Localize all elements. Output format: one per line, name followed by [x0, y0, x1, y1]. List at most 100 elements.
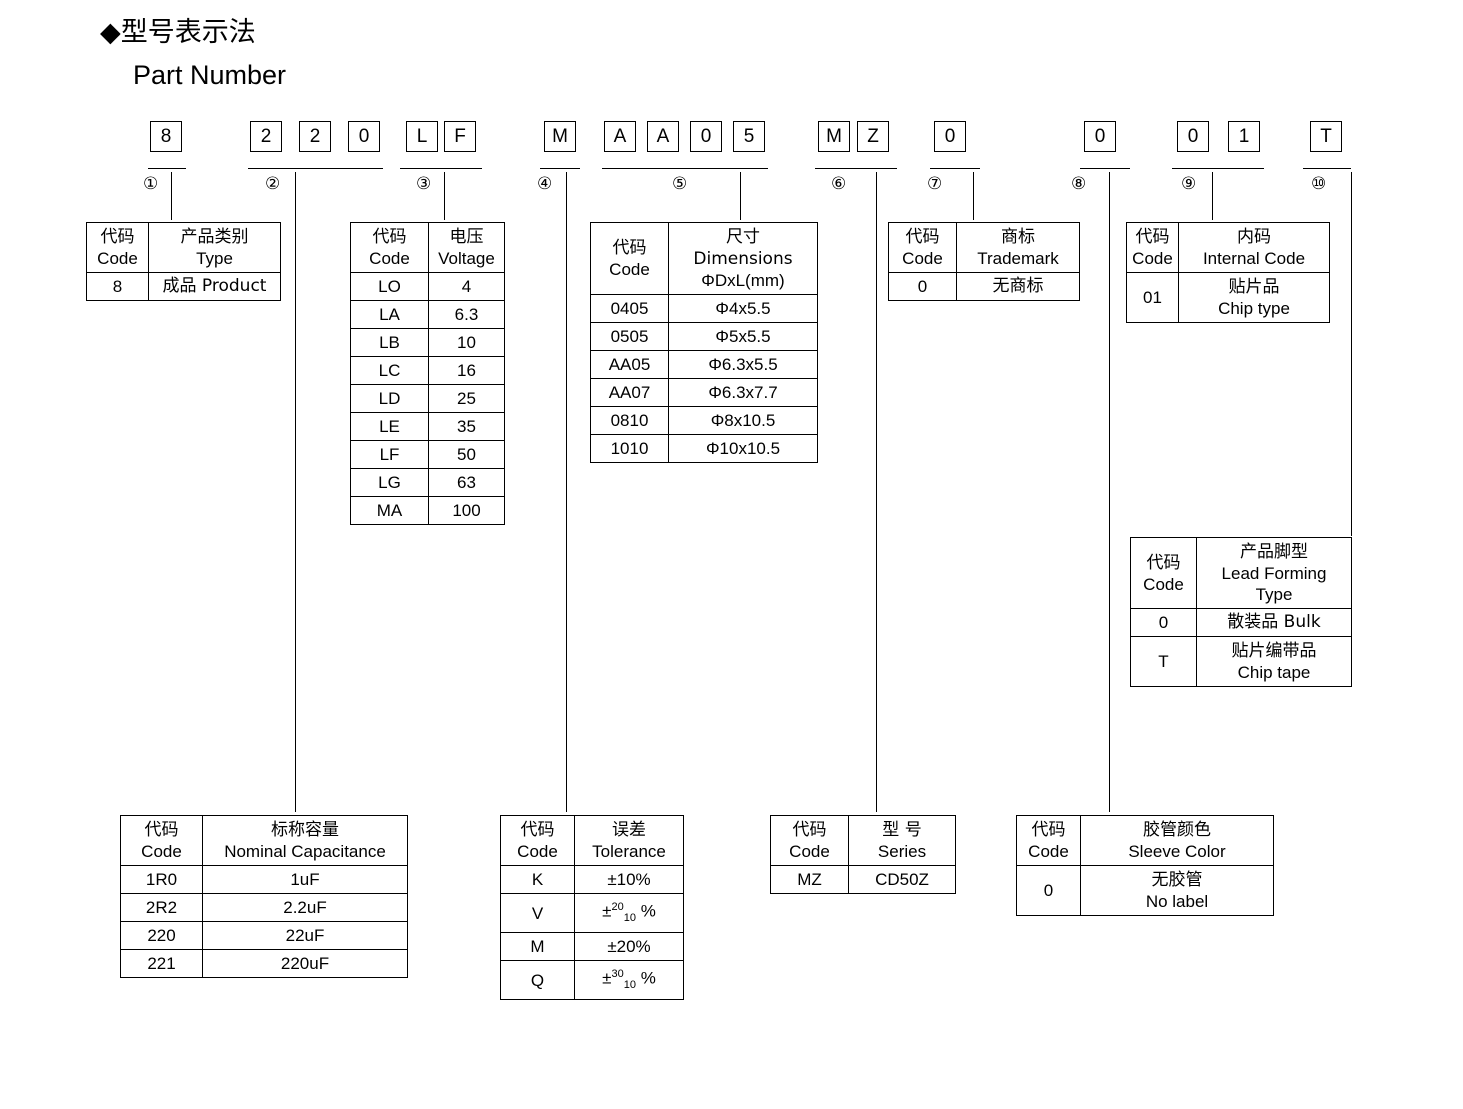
cell-value-cn: 无胶管 — [1151, 870, 1203, 890]
header-code-cn: 代码 — [520, 820, 555, 840]
header-label-cn: 电压 — [449, 227, 484, 247]
header-label-cn: 商标 — [1001, 227, 1035, 247]
group-rule-4 — [540, 168, 580, 169]
cell-value: 63 — [428, 468, 505, 497]
cell-value: 220uF — [202, 949, 408, 978]
cell-code: LE — [350, 412, 429, 441]
header-code-cn: 代码 — [100, 227, 135, 247]
header-label: 电压 Voltage — [428, 222, 505, 273]
header-code-en: Code — [789, 842, 830, 861]
pn-char-3-1: F — [444, 121, 476, 152]
header-code: 代码 Code — [500, 815, 575, 866]
cell-value: 成品 Product — [148, 272, 281, 301]
header-code: 代码 Code — [770, 815, 849, 866]
header-code-cn: 代码 — [792, 820, 827, 840]
cell-value: Φ10x10.5 — [668, 434, 818, 463]
header-code: 代码 Code — [350, 222, 429, 273]
cell-value: ±2010 % — [574, 892, 684, 934]
header-label-en: Trademark — [977, 249, 1059, 268]
header-code-cn: 代码 — [1031, 820, 1066, 840]
header-code: 代码 Code — [86, 222, 149, 273]
header-label-en: ΦDxL(mm) — [701, 271, 785, 290]
header-code-cn: 代码 — [1146, 552, 1181, 573]
cell-value: ±3010 % — [574, 960, 684, 1001]
header-label: 产品类别 Type — [148, 222, 281, 273]
header-code-en: Code — [97, 249, 138, 268]
table-row: 0 散装品 Bulk — [1130, 608, 1352, 637]
connector-7 — [973, 172, 974, 220]
pn-char-6-0: M — [818, 121, 850, 152]
header-code: 代码 Code — [120, 815, 203, 866]
header-code-en: Code — [141, 842, 182, 861]
group-rule-3 — [400, 168, 482, 169]
cell-value: 16 — [428, 356, 505, 385]
cell-value: 100 — [428, 496, 505, 525]
header-label-cn: 产品类别 — [180, 227, 249, 247]
table-row: 0 无胶管 No label — [1016, 865, 1274, 916]
group-marker-3: ③ — [416, 174, 432, 194]
header-code: 代码 Code — [1016, 815, 1081, 866]
cell-code: MZ — [770, 865, 849, 894]
cell-value: 2.2uF — [202, 893, 408, 922]
group-marker-9: ⑨ — [1181, 174, 1197, 194]
table-row: 0 无商标 — [888, 272, 1080, 301]
connector-9 — [1212, 172, 1213, 220]
table-row: V ±2010 % — [500, 892, 684, 934]
pn-char-2-0: 2 — [250, 121, 282, 152]
cell-value-sub: 10 — [623, 912, 636, 925]
header-code-cn: 代码 — [1135, 227, 1170, 247]
connector-3 — [444, 172, 445, 220]
header-code-cn: 代码 — [372, 227, 407, 247]
header-code: 代码 Code — [888, 222, 957, 273]
cell-value: 6.3 — [428, 300, 505, 329]
pn-char-1-0: 8 — [150, 121, 182, 152]
cell-value: Φ4x5.5 — [668, 294, 818, 323]
header-label: 标称容量 Nominal Capacitance — [202, 815, 408, 866]
table-lead-forming: 代码 Code 产品脚型 Lead Forming Type 0 散装品 Bul… — [1130, 537, 1352, 687]
header-label: 商标 Trademark — [956, 222, 1080, 273]
cell-code: 0 — [1016, 865, 1081, 916]
header-code-en: Code — [1143, 574, 1184, 594]
header-code: 代码 Code — [1130, 537, 1197, 609]
cell-value: Φ8x10.5 — [668, 406, 818, 435]
header-label-en: Tolerance — [592, 842, 666, 861]
header-code-en: Code — [517, 842, 558, 861]
cell-value: 35 — [428, 412, 505, 441]
header-label-cn: 尺寸 Dimensions — [693, 227, 793, 269]
group-marker-2: ② — [265, 174, 281, 194]
header-label-en: Type — [196, 249, 233, 268]
header-label: 型 号 Series — [848, 815, 956, 866]
cell-value: 25 — [428, 384, 505, 413]
page-title-cn: ◆型号表示法 — [100, 17, 256, 48]
cell-value: 无胶管 No label — [1080, 865, 1274, 916]
header-label-cn: 误差 — [612, 820, 646, 840]
connector-1 — [171, 172, 172, 220]
cell-value-en: No label — [1145, 892, 1209, 911]
cell-value: Φ5x5.5 — [668, 322, 818, 351]
group-rule-6 — [815, 168, 897, 169]
header-label-en: Internal Code — [1202, 249, 1306, 268]
pn-char-8-0: 0 — [1084, 121, 1116, 152]
table-row-header: 代码 Code 型 号 Series — [770, 815, 956, 866]
header-code-en: Code — [1132, 249, 1173, 268]
cell-value-sub: 10 — [623, 979, 636, 992]
cell-code: AA07 — [590, 378, 669, 407]
header-label: 产品脚型 Lead Forming Type — [1196, 537, 1352, 609]
header-label-en: Sleeve Color — [1128, 842, 1226, 861]
header-label-cn: 产品脚型 — [1240, 542, 1308, 562]
cell-value: Φ6.3x7.7 — [668, 378, 818, 407]
cell-value: ±10% — [574, 865, 684, 894]
pn-char-3-0: L — [406, 121, 438, 152]
header-label-cn: 标称容量 — [271, 820, 339, 840]
cell-code: 0405 — [590, 294, 669, 323]
